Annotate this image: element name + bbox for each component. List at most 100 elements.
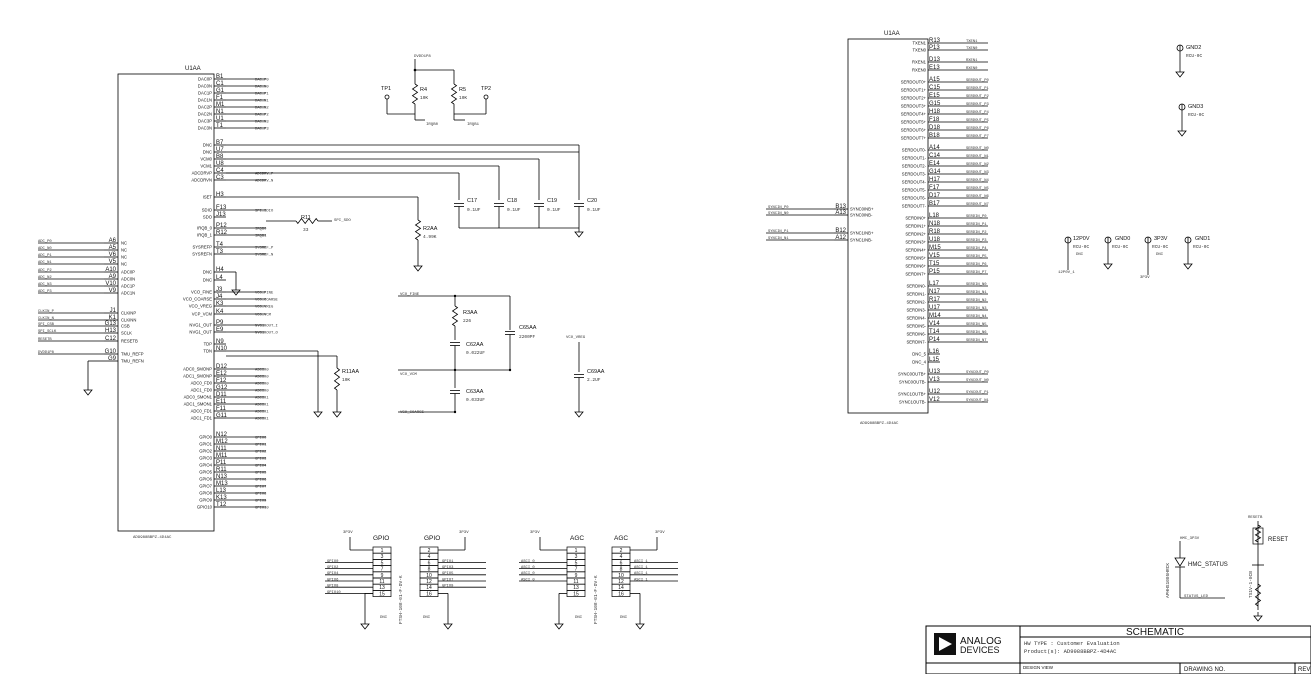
vco-vreg-net: VCO_VREG <box>566 336 586 340</box>
pin-number: L13 <box>216 488 227 494</box>
r11-resistor-icon <box>295 217 319 225</box>
pin-number: G15 <box>929 101 941 107</box>
ground-icon <box>413 265 423 272</box>
agc-header-pin-number: 8 <box>620 567 623 573</box>
gpio-header-pin-number: 12 <box>426 579 432 585</box>
pin-name: RXEN1 <box>912 60 927 65</box>
pin-number: B12 <box>835 228 846 234</box>
net-label: SERDIN_N1 <box>966 291 987 295</box>
pin-name: NVG1_OUT <box>189 323 212 328</box>
pin-name: VCP_VCM <box>192 312 213 317</box>
ground-icon <box>574 231 584 238</box>
pin-number: G10 <box>105 349 117 355</box>
pin-number: F17 <box>929 185 940 191</box>
net-label: SPI_SDIO <box>255 209 274 213</box>
net-label: ADC_N2 <box>38 276 52 280</box>
agc-header-pin-number: 12 <box>618 579 624 585</box>
net-label: ADCDRV_N <box>255 179 273 183</box>
pin-number: L16 <box>929 349 940 355</box>
pin-name: DAC0N <box>198 84 212 89</box>
net-label: DAC_N1 <box>255 99 269 103</box>
c65aa-ref: C65AA <box>519 325 537 331</box>
ground-icon <box>1103 263 1113 270</box>
agc-header-net-label: ASCI_0 <box>521 572 535 576</box>
gnd3-label: GND3 <box>1188 104 1203 110</box>
pin-number: K4 <box>216 309 224 315</box>
pin-name: DAC1P <box>198 91 212 96</box>
agc-dni-a: DNI <box>575 616 582 620</box>
pin-name: GPIO8 <box>199 491 212 496</box>
pin-name: VCO_FINE <box>191 290 212 295</box>
net-label: SPI_CSB <box>38 323 55 327</box>
net-label: GPIO6 <box>255 478 267 482</box>
pin-number: G11 <box>216 413 228 419</box>
agc-header-pin-number: 10 <box>618 573 624 579</box>
pin-number: C3 <box>216 175 224 181</box>
ground-icon <box>1183 263 1193 270</box>
pin-number: U12 <box>929 389 941 395</box>
pin-number: L15 <box>929 357 940 363</box>
gpio-header-pin-number: 8 <box>428 567 431 573</box>
agc-supply-b: 3P3V <box>655 531 665 535</box>
agc-header-title-b: AGC <box>614 535 628 542</box>
gpio-header-pin-number: 14 <box>426 585 432 591</box>
pin-number: F1 <box>216 95 224 101</box>
pin-name: SYNC1OUTB- <box>899 400 927 405</box>
gpio-header-title-a: GPIO <box>373 535 389 542</box>
pin-number: T1 <box>216 123 224 129</box>
agc-header-net-label: ASCI_0 <box>521 560 535 564</box>
net-label: SERDOUT_N3 <box>966 171 990 175</box>
net-label: ASCI_1 <box>255 417 269 421</box>
net-label: ASCI_0 <box>255 375 269 379</box>
agc-header-pin-number: 4 <box>620 554 623 560</box>
pin-name: GPIO1 <box>199 442 212 447</box>
pin-number: M1 <box>216 102 225 108</box>
pin-name: SDO <box>203 215 213 220</box>
pin-name: ADC1_FD0 <box>191 388 213 393</box>
gpio-supply-a: 3P3V <box>343 531 353 535</box>
gpio-header-net-label: GPIO10 <box>327 591 341 595</box>
c18-ref: C18 <box>507 198 517 204</box>
net-label: SERDOUT_N7 <box>966 203 989 207</box>
pin-number: U17 <box>929 305 941 311</box>
net-label: SERDOUT_P2 <box>966 95 990 99</box>
net-label: GPIO10 <box>255 506 269 510</box>
net-label: GPIO7 <box>255 485 266 489</box>
pin-name: SERDIN0+ <box>905 216 926 221</box>
pin-name: NC <box>121 255 127 260</box>
pin-number: A13 <box>835 210 846 216</box>
pin-number: H4 <box>216 267 224 273</box>
pin-name: CSB <box>121 324 130 329</box>
pin-number: A5 <box>109 245 117 251</box>
net-label: SERDOUT_P5 <box>966 119 990 123</box>
pin-number: C14 <box>929 153 941 159</box>
p12v-net: 12P0V_1 <box>1058 271 1075 275</box>
p12v-dni: DNI <box>1076 253 1083 257</box>
pin-number: D12 <box>216 364 228 370</box>
pin-name: SYSREFN <box>192 252 212 257</box>
pin-number: N13 <box>216 474 228 480</box>
net-label: DAC_P0 <box>255 78 269 82</box>
net-label: SERDIN_N2 <box>966 299 987 303</box>
ground-icon <box>635 623 645 630</box>
pin-name: NC <box>121 248 127 253</box>
pin-name: SERDIN5- <box>906 324 926 329</box>
agc-header-net-label: ASCI_0 <box>521 578 535 582</box>
u1aa-left-chip-body <box>117 73 215 532</box>
pin-name: SYSREFP <box>192 245 212 250</box>
pin-name: GPIO0 <box>199 435 212 440</box>
agc-supply-a: 3P3V <box>530 531 540 535</box>
gpio-header-pin-number: 5 <box>381 560 384 566</box>
pin-number: B8 <box>216 154 224 160</box>
net-label: SERDIN_P7 <box>966 271 987 275</box>
pin-name: NVG1_OUT <box>189 330 212 335</box>
pin-name: ADC1_SMON1 <box>184 402 213 407</box>
agc-header-pin-number: 9 <box>575 573 578 579</box>
pin-number: P15 <box>929 269 940 275</box>
pin-name: SERDOUT2+ <box>901 96 927 101</box>
agc-header-net-label: ASCI_1 <box>634 572 648 576</box>
c62aa-val: 0.022UF <box>466 350 485 356</box>
pin-number: B17 <box>929 201 940 207</box>
net-label: ADC_N0 <box>38 247 52 251</box>
agc-header-pin-number: 5 <box>575 560 578 566</box>
